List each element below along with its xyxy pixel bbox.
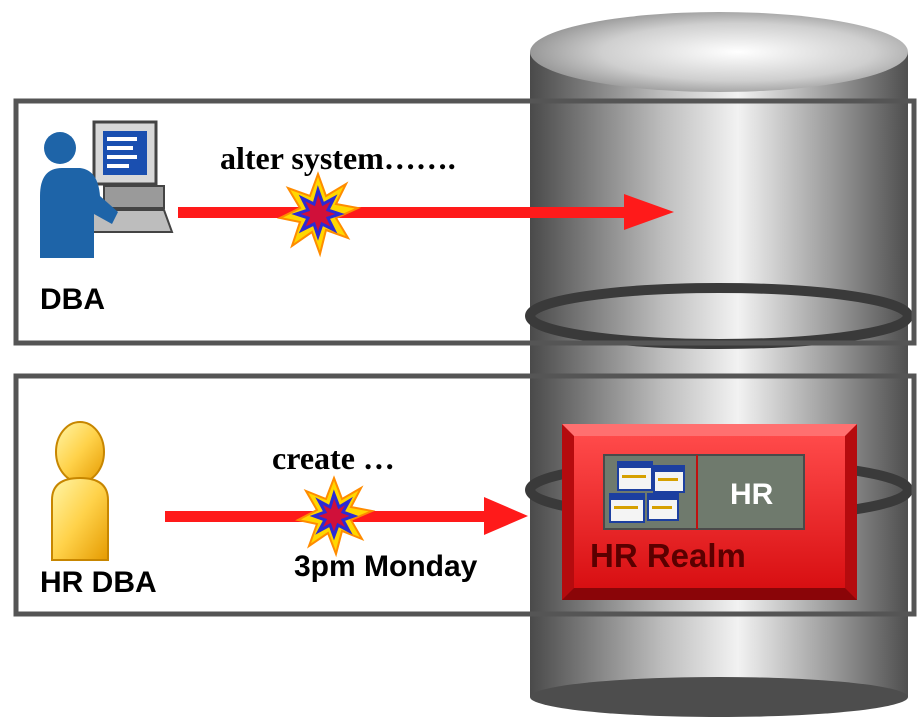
tables-icon xyxy=(609,461,685,523)
hr-dba-label: HR DBA xyxy=(40,566,157,599)
database-cylinder-icon xyxy=(525,12,913,717)
hr-dba-row-box xyxy=(13,373,917,617)
dba-row-box xyxy=(13,98,917,346)
computer-user-icon xyxy=(40,120,174,258)
violation-burst-icon xyxy=(276,171,362,258)
violation-burst-icon xyxy=(295,475,376,558)
time-label: 3pm Monday xyxy=(294,550,478,583)
person-icon xyxy=(51,421,109,561)
hr-realm-title: HR Realm xyxy=(590,537,746,574)
arrow-dba-to-database xyxy=(178,194,674,230)
dba-label: DBA xyxy=(40,283,105,316)
alter-system-command: alter system……. xyxy=(220,140,456,176)
create-command: create … xyxy=(272,440,395,476)
hr-schema-label: HR xyxy=(730,478,774,511)
